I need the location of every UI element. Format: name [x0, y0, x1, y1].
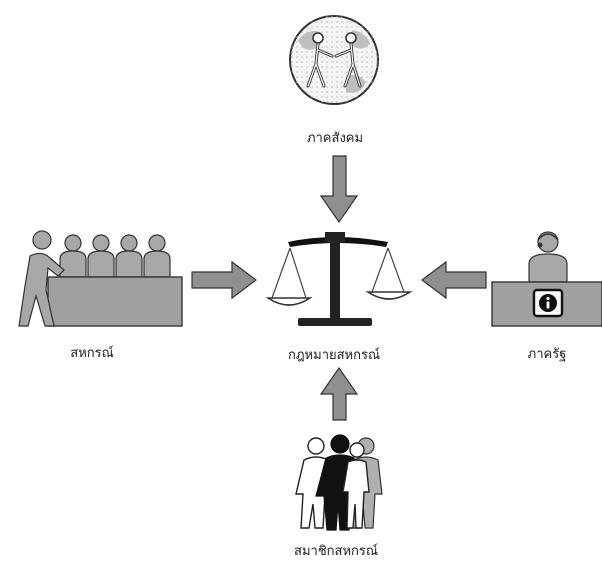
- state-sector-label: ภาครัฐ: [527, 347, 567, 362]
- arrow-social-to-law: [319, 155, 359, 224]
- balance-scale-icon: [265, 232, 413, 326]
- cooperative-label: สหกรณ์: [70, 346, 114, 361]
- arrow-members-to-law: [319, 366, 359, 421]
- globe-handshake-icon: [289, 15, 379, 105]
- social-sector-label: ภาคสังคม: [306, 131, 364, 146]
- arrow-state-to-law: [421, 260, 487, 300]
- arrow-cooperative-to-law: [191, 260, 257, 300]
- people-at-table-icon: [18, 230, 183, 327]
- group-of-people-icon: [295, 434, 383, 531]
- cooperative-law-label: กฎหมายสหกรณ์: [287, 348, 381, 363]
- info-desk-officer-icon: [491, 231, 602, 327]
- cooperative-members-label: สมาชิกสหกรณ์: [294, 544, 378, 559]
